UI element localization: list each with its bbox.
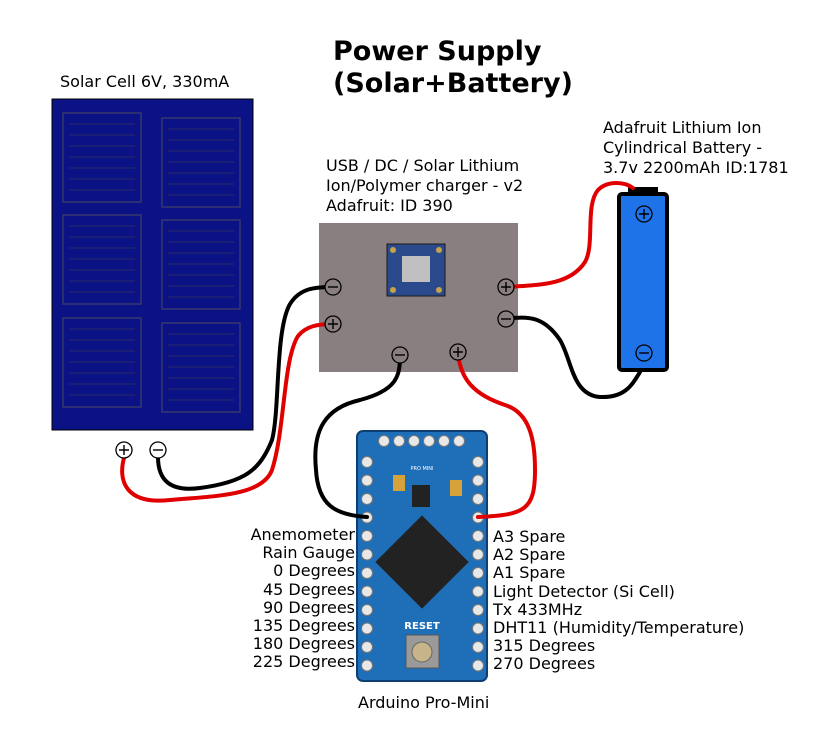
pin-hole bbox=[438, 435, 450, 447]
pin-hole bbox=[472, 622, 484, 635]
pin-hole bbox=[472, 585, 484, 598]
pin-label-left: 90 Degrees bbox=[262, 597, 355, 617]
pin-label-left: 180 Degrees bbox=[252, 634, 355, 654]
pin-hole bbox=[472, 548, 484, 561]
charger-board bbox=[319, 223, 518, 372]
title-line-1: Power Supply bbox=[333, 36, 542, 67]
charger-label-line-1: USB / DC / Solar Lithium bbox=[326, 156, 520, 175]
arduino-label: Arduino Pro-Mini bbox=[358, 693, 490, 712]
terminals bbox=[115, 205, 653, 459]
pin-hole bbox=[393, 435, 405, 447]
battery-label: Adafruit Lithium Ion Cylindrical Battery… bbox=[603, 118, 789, 178]
pin-hole bbox=[472, 604, 484, 616]
pin-hole bbox=[423, 435, 435, 447]
pin-label-left: Rain Gauge bbox=[262, 543, 355, 563]
pin-hole bbox=[361, 641, 373, 653]
arduino-board: RESET PRO MINI bbox=[356, 430, 488, 682]
arduino-right-pin-labels: A3 Spare A2 Spare A1 Spare Light Detecto… bbox=[493, 527, 745, 674]
pin-hole bbox=[472, 641, 484, 653]
pin-label-right: 270 Degrees bbox=[493, 654, 596, 674]
solar-plus-terminal bbox=[115, 441, 133, 459]
wires bbox=[120, 181, 642, 519]
pin-hole bbox=[453, 435, 465, 447]
wire-solar-minus bbox=[156, 285, 335, 491]
charger-plus-right bbox=[497, 278, 515, 296]
pin-label-right: Tx 433MHz bbox=[493, 599, 583, 619]
model-label: PRO MINI bbox=[410, 466, 433, 472]
reset-label: RESET bbox=[404, 621, 440, 632]
pin-label-left: 135 Degrees bbox=[252, 616, 355, 636]
pin-hole bbox=[472, 567, 484, 579]
pin-hole bbox=[472, 474, 484, 487]
pin-hole bbox=[472, 493, 484, 505]
pin-label-right: Light Detector (Si Cell) bbox=[493, 581, 675, 601]
solar-minus-terminal bbox=[149, 441, 167, 459]
pin-label-left: 0 Degrees bbox=[273, 561, 355, 581]
wire-solar-plus bbox=[120, 322, 335, 503]
battery-plus-terminal bbox=[635, 205, 653, 223]
wire-arduino-vcc bbox=[456, 350, 537, 519]
pin-hole bbox=[408, 435, 420, 447]
pin-hole bbox=[472, 530, 484, 542]
pin-hole bbox=[361, 474, 373, 487]
wire-arduino-gnd bbox=[313, 353, 402, 519]
solar-panel bbox=[51, 98, 254, 431]
pin-label-left: Anemometer bbox=[250, 525, 355, 544]
arduino-left-pin-labels: Anemometer Rain Gauge 0 Degrees 45 Degre… bbox=[155, 525, 355, 672]
battery-label-line-3: 3.7v 2200mAh ID:1781 bbox=[603, 158, 789, 177]
charger-minus-bottom bbox=[391, 346, 409, 364]
charger-minus-left bbox=[324, 278, 342, 296]
battery-label-line-2: Cylindrical Battery - bbox=[603, 138, 763, 157]
diagram-title: Power Supply (Solar+Battery) bbox=[333, 36, 573, 100]
pin-label-left: 45 Degrees bbox=[262, 579, 355, 599]
pin-label-right: A2 Spare bbox=[493, 545, 566, 565]
pin-hole bbox=[361, 585, 373, 598]
pin-hole bbox=[361, 659, 373, 672]
charger-plus-left bbox=[324, 315, 342, 333]
battery-label-line-1: Adafruit Lithium Ion bbox=[603, 118, 762, 137]
pin-label-right: DHT11 (Humidity/Temperature) bbox=[493, 618, 745, 638]
solar-label: Solar Cell 6V, 330mA bbox=[60, 72, 230, 91]
pin-hole bbox=[378, 435, 390, 447]
pin-hole bbox=[361, 530, 373, 542]
battery bbox=[617, 187, 669, 372]
charger-label-line-2: Ion/Polymer charger - v2 bbox=[326, 176, 524, 195]
pin-hole bbox=[361, 622, 373, 635]
pin-label-right: 315 Degrees bbox=[493, 636, 596, 656]
pin-hole bbox=[472, 456, 484, 468]
charger-plus-bottom bbox=[449, 343, 467, 361]
pin-label-right: A1 Spare bbox=[493, 563, 566, 583]
pin-hole bbox=[361, 604, 373, 616]
pin-hole bbox=[361, 567, 373, 579]
wire-battery-minus bbox=[504, 315, 642, 400]
title-line-2: (Solar+Battery) bbox=[333, 68, 573, 99]
charger-label: USB / DC / Solar Lithium Ion/Polymer cha… bbox=[326, 156, 523, 216]
wire-battery-plus bbox=[504, 181, 635, 289]
charger-minus-right bbox=[497, 310, 515, 328]
pin-label-left: 225 Degrees bbox=[252, 652, 355, 672]
pin-hole bbox=[361, 456, 373, 468]
charger-label-line-3: Adafruit: ID 390 bbox=[326, 196, 453, 215]
pin-hole bbox=[472, 659, 484, 672]
pin-hole bbox=[361, 548, 373, 561]
pin-label-right: A3 Spare bbox=[493, 527, 566, 546]
pin-hole bbox=[361, 493, 373, 505]
battery-minus-terminal bbox=[635, 344, 653, 362]
